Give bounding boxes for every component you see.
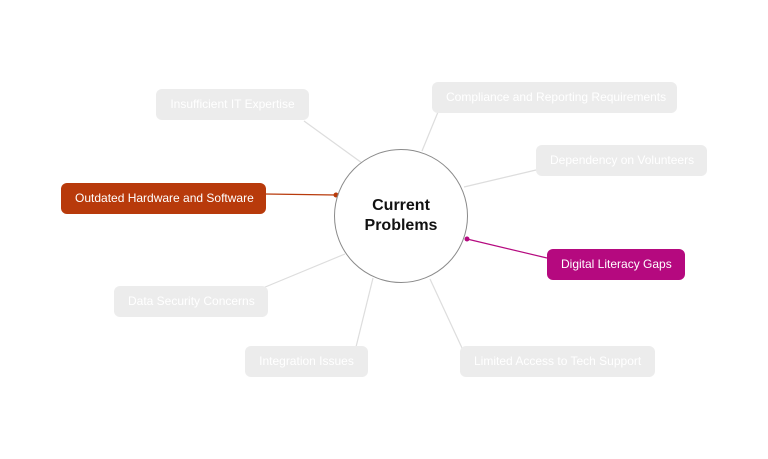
node-label: Insufficient IT Expertise [170,97,295,111]
node-label: Digital Literacy Gaps [561,257,672,271]
node-compliance-reporting[interactable]: Compliance and Reporting Requirements [432,82,677,113]
node-insufficient-it-expertise[interactable]: Insufficient IT Expertise [156,89,309,120]
node-digital-literacy-gaps[interactable]: Digital Literacy Gaps [547,249,685,280]
node-label: Limited Access to Tech Support [474,354,642,368]
central-topic-label: Current Problems [364,197,438,234]
node-label: Dependency on Volunteers [550,153,695,167]
node-outdated-hardware-software[interactable]: Outdated Hardware and Software [61,183,266,214]
node-label: Outdated Hardware and Software [75,191,254,205]
node-label: Data Security Concerns [128,294,255,308]
link-integration-issues [355,277,374,348]
node-label: Compliance and Reporting Requirements [446,90,667,104]
link-insufficient-it-expertise [303,120,363,164]
node-limited-tech-support[interactable]: Limited Access to Tech Support [460,346,655,377]
link-limited-tech-support [429,278,463,349]
link-compliance-reporting [421,111,439,152]
node-label: Integration Issues [259,354,354,368]
node-data-security-concerns[interactable]: Data Security Concerns [114,286,268,317]
link-data-security-concerns [257,253,346,291]
node-dependency-volunteers[interactable]: Dependency on Volunteers [536,145,707,176]
central-topic[interactable]: Current Problems [334,149,468,283]
link-dependency-volunteers [463,169,537,188]
link-outdated-hardware-software [264,193,337,196]
link-digital-literacy-gaps [466,238,548,259]
node-integration-issues[interactable]: Integration Issues [245,346,368,377]
link-dot-digital-literacy-gaps [464,236,470,242]
